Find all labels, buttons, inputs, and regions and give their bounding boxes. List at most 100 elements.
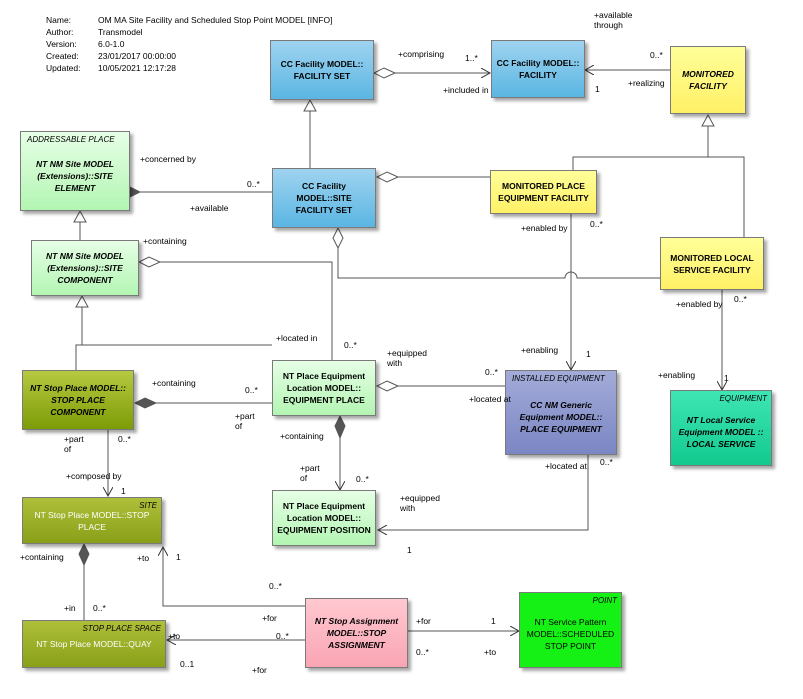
class-stop-place[interactable]: SITE NT Stop Place MODEL::STOP PLACE (22, 497, 162, 544)
conn-pe-position (378, 455, 589, 530)
role-label: +to (168, 631, 181, 641)
gen-triangle-1 (303, 98, 317, 112)
class-quay[interactable]: STOP PLACE SPACE NT Stop Place MODEL::QU… (22, 620, 166, 668)
diagram-version: 6.0-1.0 (98, 39, 125, 49)
diamond-stopplace (78, 542, 90, 567)
info-key: Author: (46, 27, 74, 37)
diagram-info: Name:OM MA Site Facility and Scheduled S… (46, 14, 332, 74)
multiplicity-label: 0..* (590, 219, 603, 229)
diagram-created: 23/01/2017 00:00:00 (98, 51, 176, 61)
role-label: +containing (152, 378, 196, 388)
class-name: NT Place Equipment Location MODEL:: EQUI… (282, 371, 366, 405)
class-stop-place-component[interactable]: NT Stop Place MODEL:: STOP PLACE COMPONE… (22, 370, 134, 430)
role-label: +located at (469, 394, 511, 404)
multiplicity-label: 0..* (247, 179, 260, 189)
multiplicity-label: 0..* (344, 340, 357, 350)
role-label: +equipped with (387, 348, 427, 368)
role-label: +in (64, 603, 76, 613)
role-label: +available (190, 203, 229, 213)
role-label: +containing (143, 236, 187, 246)
multiplicity-label: 1 (586, 349, 591, 359)
role-label: +part of (64, 434, 84, 454)
diagram-updated: 10/05/2021 12:17:28 (98, 63, 176, 73)
role-label: +part of (300, 463, 320, 483)
multiplicity-label: 1 (724, 373, 729, 383)
multiplicity-label: 1 (491, 616, 496, 626)
multiplicity-label: 0..* (93, 603, 106, 613)
class-name: NT Local Service Equipment MODEL :: LOCA… (678, 415, 764, 449)
gen-stopplacecomponent (75, 307, 83, 370)
diamond-ep-pe (375, 380, 400, 392)
class-name: MONITORED FACILITY (682, 69, 734, 91)
role-label: +available through (594, 10, 633, 30)
class-local-service[interactable]: EQUIPMENT NT Local Service Equipment MOD… (670, 390, 772, 466)
class-stop-assignment[interactable]: NT Stop Assignment MODEL::STOP ASSIGNMEN… (305, 598, 408, 668)
class-site-facility-set[interactable]: CC Facility MODEL::SITE FACILITY SET (272, 168, 376, 228)
class-name: NT Stop Place MODEL::STOP PLACE (34, 509, 150, 532)
class-facility-set[interactable]: CC Facility MODEL:: FACILITY SET (270, 40, 374, 100)
role-label: +enabling (521, 345, 559, 355)
multiplicity-label: 0..* (276, 631, 289, 641)
role-label: +comprising (398, 49, 445, 59)
class-name: CC Facility MODEL:: FACILITY SET (280, 59, 364, 81)
stereotype: EQUIPMENT (719, 394, 767, 403)
gen-triangle-4 (75, 294, 89, 308)
multiplicity-label: 0..* (416, 647, 429, 657)
class-name: NT Stop Place MODEL:: STOP PLACE COMPONE… (30, 383, 126, 417)
diagram-name: OM MA Site Facility and Scheduled Stop P… (98, 15, 333, 25)
role-label: +enabling (658, 370, 696, 380)
gen-triangle-3 (73, 209, 87, 223)
multiplicity-label: 0..* (734, 294, 747, 304)
diamond-sitecomponent (137, 256, 162, 268)
multiplicity-label: 0..* (485, 367, 498, 377)
class-monitored-facility[interactable]: MONITORED FACILITY (670, 46, 746, 114)
stereotype: INSTALLED EQUIPMENT (512, 374, 605, 383)
class-monitored-local-service-facility[interactable]: MONITORED LOCAL SERVICE FACILITY (660, 237, 764, 290)
class-name: CC NM Generic Equipment MODEL:: PLACE EQ… (519, 399, 603, 434)
role-label: +included in (443, 85, 489, 95)
class-equipment-position[interactable]: NT Place Equipment Location MODEL:: EQUI… (272, 490, 376, 546)
stereotype: POINT (592, 596, 617, 605)
role-label: +containing (280, 431, 324, 441)
stereotype: SITE (139, 501, 157, 510)
class-name: MONITORED LOCAL SERVICE FACILITY (670, 252, 754, 275)
multiplicity-label: 1 (595, 84, 600, 94)
multiplicity-label: 0..* (118, 434, 131, 444)
gen-mpef (572, 126, 709, 170)
class-name: MONITORED PLACE EQUIPMENT FACILITY (498, 181, 589, 203)
class-place-equipment[interactable]: INSTALLED EQUIPMENT CC NM Generic Equipm… (505, 370, 617, 455)
diagram-author: Transmodel (98, 27, 143, 37)
stereotype: STOP PLACE SPACE (82, 624, 161, 633)
gen-triangle-2 (701, 113, 715, 127)
role-label: +realizing (628, 78, 665, 88)
multiplicity-label: 0..* (269, 581, 282, 591)
class-scheduled-stop-point[interactable]: POINT NT Service Pattern MODEL::SCHEDULE… (519, 592, 622, 668)
diamond-spc (133, 397, 158, 409)
class-name: NT NM Site MODEL (Extensions)::SITE ELEM… (36, 159, 114, 193)
diamond-sfs-mpef (375, 171, 400, 183)
class-site-component[interactable]: NT NM Site MODEL (Extensions)::SITE COMP… (31, 240, 139, 296)
gen-mlsf (708, 156, 745, 237)
role-label: +enabled by (521, 223, 568, 233)
role-label: +composed by (66, 471, 122, 481)
role-label: +located in (276, 333, 318, 343)
role-label: +for (416, 616, 431, 626)
class-site-element[interactable]: ADDRESSABLE PLACE NT NM Site MODEL (Exte… (20, 131, 130, 211)
class-name: NT Service Pattern MODEL::SCHEDULED STOP… (526, 617, 615, 651)
multiplicity-label: 0..* (650, 50, 663, 60)
multiplicity-label: 1 (176, 552, 181, 562)
role-label: +for (262, 613, 277, 623)
info-key: Created: (46, 51, 79, 61)
class-monitored-place-equipment-facility[interactable]: MONITORED PLACE EQUIPMENT FACILITY (490, 170, 597, 214)
class-name: NT Stop Place MODEL::QUAY (36, 639, 152, 649)
info-key: Version: (46, 39, 77, 49)
conn-sa-stopplace (163, 547, 305, 607)
class-equipment-place[interactable]: NT Place Equipment Location MODEL:: EQUI… (272, 360, 376, 416)
class-facility[interactable]: CC Facility MODEL:: FACILITY (491, 40, 585, 98)
class-name: NT NM Site MODEL (Extensions)::SITE COMP… (46, 251, 124, 285)
class-name: CC Facility MODEL:: FACILITY (496, 58, 580, 80)
role-label: +to (137, 553, 150, 563)
info-key: Updated: (46, 63, 81, 73)
class-name: NT Stop Assignment MODEL::STOP ASSIGNMEN… (314, 616, 399, 650)
